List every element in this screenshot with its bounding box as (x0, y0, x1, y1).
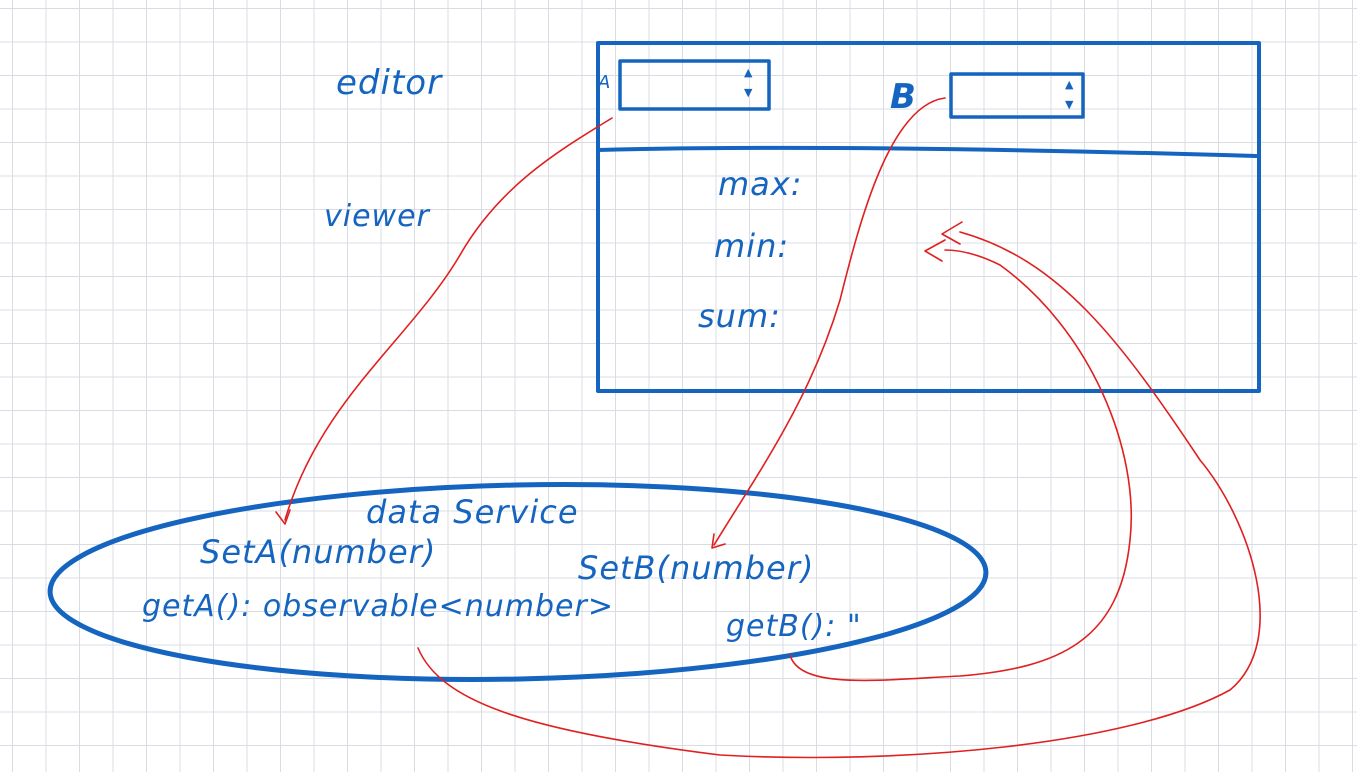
arrow-getA-to-max (417, 231, 1261, 759)
arrowhead-min (924, 239, 946, 262)
setA-method: SetA(number) (200, 533, 437, 571)
spin-a-up-icon[interactable]: ▲ (744, 66, 754, 79)
sum-label: sum: (698, 297, 781, 335)
editor-label: editor (336, 63, 443, 103)
arrow-getB-to-min (789, 249, 1132, 682)
viewer-label: viewer (324, 199, 430, 234)
setB-method: SetB(number) (578, 549, 815, 587)
input-b-box[interactable] (949, 72, 1085, 119)
data-service-ellipse (47, 482, 989, 682)
spin-b-up-icon[interactable]: ▲ (1065, 78, 1075, 91)
window-frame (596, 41, 1261, 393)
data-service-title: data Service (366, 493, 579, 531)
spin-b-down-icon[interactable]: ▼ (1065, 98, 1075, 111)
field-b-label: B (890, 77, 917, 117)
editor-viewer-divider (596, 145, 1258, 158)
spin-a-down-icon[interactable]: ▼ (744, 86, 754, 99)
arrow-a-to-setA (284, 117, 613, 521)
arrowhead-setA (275, 509, 291, 525)
arrowhead-setB (711, 533, 726, 549)
arrow-b-to-setB (713, 97, 946, 546)
field-a-label: A (598, 72, 612, 93)
input-a-box[interactable] (618, 59, 771, 111)
min-label: min: (714, 227, 790, 265)
getA-method: getA(): observable<number> (142, 589, 614, 624)
arrowhead-max (941, 221, 963, 245)
max-label: max: (718, 165, 803, 203)
getB-method: getB(): " (726, 609, 862, 644)
